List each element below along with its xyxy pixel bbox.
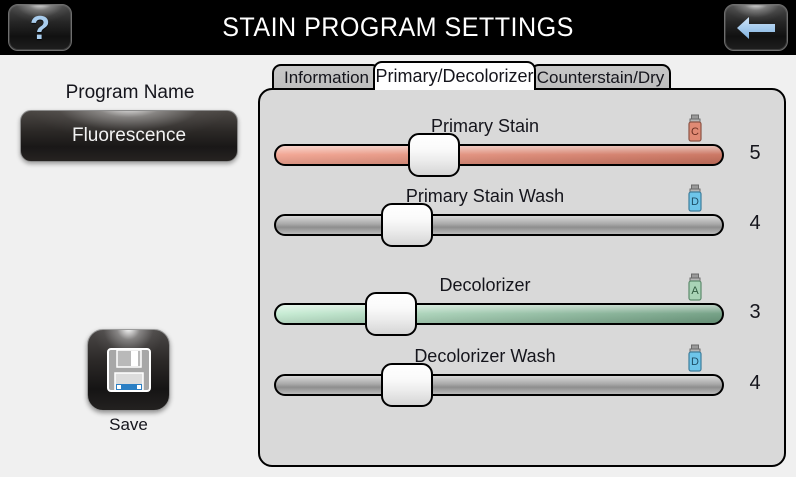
back-button[interactable] bbox=[724, 4, 788, 51]
bottle-icon-d-decolorizer-wash: D bbox=[684, 344, 706, 374]
slider-thumb-decolorizer-wash[interactable] bbox=[381, 363, 433, 407]
slider-track-primary-stain-wash[interactable] bbox=[274, 214, 724, 236]
slider-value-decolorizer-wash: 4 bbox=[749, 372, 761, 394]
tab-information-label: Information bbox=[283, 68, 370, 87]
slider-track-decolorizer-wash[interactable] bbox=[274, 374, 724, 396]
slider-track-decolorizer[interactable] bbox=[274, 303, 724, 325]
slider-value-primary-stain-wash: 4 bbox=[749, 212, 761, 234]
svg-text:C: C bbox=[691, 126, 699, 138]
svg-text:D: D bbox=[691, 196, 699, 208]
tab-information[interactable]: Information bbox=[272, 64, 381, 90]
slider-thumb-decolorizer[interactable] bbox=[365, 292, 417, 336]
bottle-icon-d-primary-wash: D bbox=[684, 184, 706, 214]
slider-thumb-primary-stain[interactable] bbox=[408, 133, 460, 177]
floppy-disk-icon bbox=[88, 330, 169, 410]
help-button[interactable]: ? bbox=[8, 4, 72, 51]
program-name-field[interactable]: Fluorescence bbox=[20, 110, 238, 162]
bottle-icon-c: C bbox=[684, 114, 706, 144]
title-bar: STAIN PROGRAM SETTINGS ? bbox=[0, 0, 796, 55]
svg-text:D: D bbox=[691, 356, 699, 368]
tab-counterstain-dry[interactable]: Counterstain/Dry bbox=[530, 64, 671, 90]
svg-text:A: A bbox=[691, 285, 699, 297]
slider-label-primary-stain: Primary Stain bbox=[430, 116, 540, 136]
tab-primary-decolorizer-label: Primary/Decolorizer bbox=[375, 66, 534, 86]
page-title: STAIN PROGRAM SETTINGS bbox=[222, 12, 574, 42]
save-button[interactable] bbox=[87, 329, 170, 411]
question-mark-icon: ? bbox=[29, 9, 51, 46]
bottle-icon-a: A bbox=[684, 273, 706, 303]
settings-panel: Primary Stain C 5 Primary Stain Wash bbox=[258, 88, 786, 467]
tab-counterstain-dry-label: Counterstain/Dry bbox=[536, 68, 665, 87]
slider-thumb-primary-stain-wash[interactable] bbox=[381, 203, 433, 247]
slider-value-primary-stain: 5 bbox=[749, 142, 761, 164]
program-name-value: Fluorescence bbox=[71, 125, 187, 146]
slider-label-decolorizer-wash: Decolorizer Wash bbox=[414, 346, 556, 366]
slider-label-decolorizer: Decolorizer bbox=[439, 275, 531, 295]
slider-value-decolorizer: 3 bbox=[749, 301, 761, 323]
slider-label-primary-stain-wash: Primary Stain Wash bbox=[405, 186, 565, 206]
program-name-label: Program Name bbox=[65, 82, 195, 103]
tab-primary-decolorizer[interactable]: Primary/Decolorizer bbox=[373, 61, 536, 90]
left-arrow-icon bbox=[725, 5, 787, 50]
slider-track-primary-stain[interactable] bbox=[274, 144, 724, 166]
save-button-label: Save bbox=[109, 415, 148, 434]
